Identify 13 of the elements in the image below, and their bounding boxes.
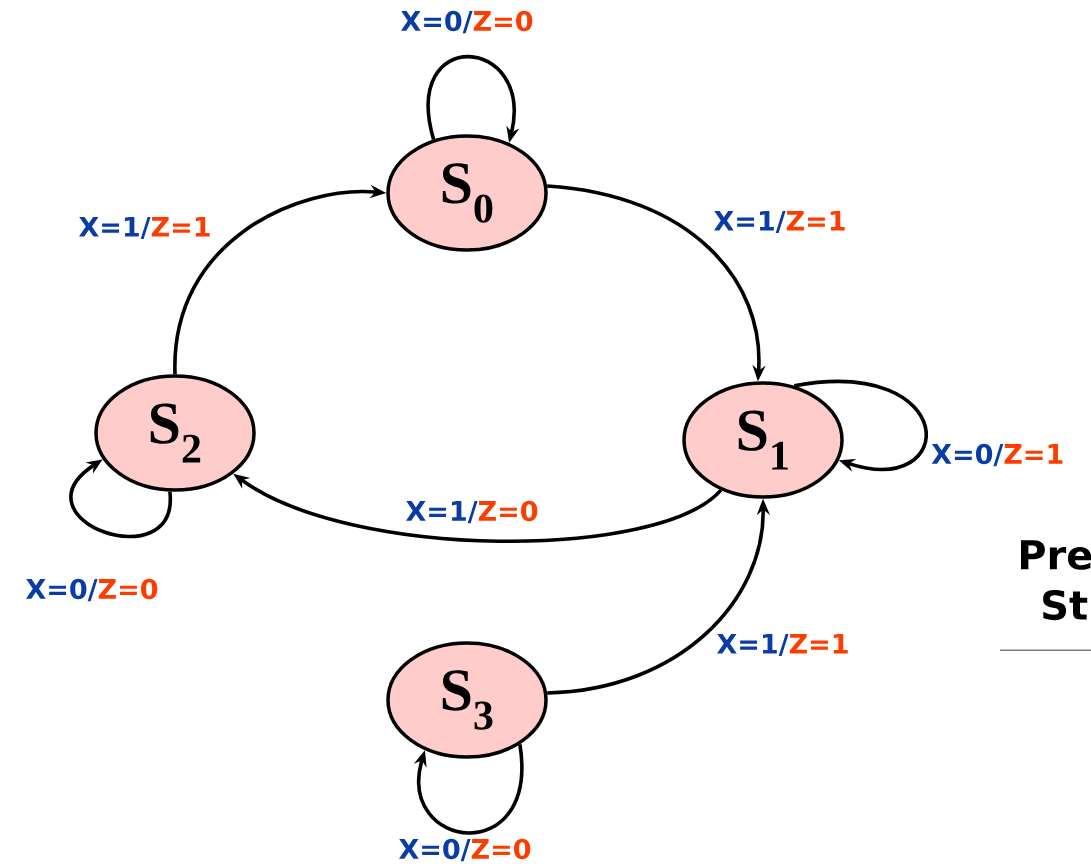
edge-label: X=1/Z=1 xyxy=(77,215,213,241)
edge-label: X=1/Z=1 xyxy=(715,632,851,658)
edge-label: X=1/Z=1 xyxy=(712,209,848,235)
arrow xyxy=(69,459,172,538)
arrow xyxy=(794,379,928,472)
edge-label: X=0/Z=0 xyxy=(397,837,533,863)
edge-label: X=0/Z=0 xyxy=(24,577,160,603)
edge-label: X=0/Z=1 xyxy=(930,442,1066,468)
heading-text: Pre xyxy=(1020,540,1091,570)
arrow xyxy=(413,744,524,835)
edge-label: X=1/Z=0 xyxy=(404,499,540,525)
heading-text: St xyxy=(1043,589,1088,621)
edge-label: X=0/Z=0 xyxy=(399,9,535,35)
